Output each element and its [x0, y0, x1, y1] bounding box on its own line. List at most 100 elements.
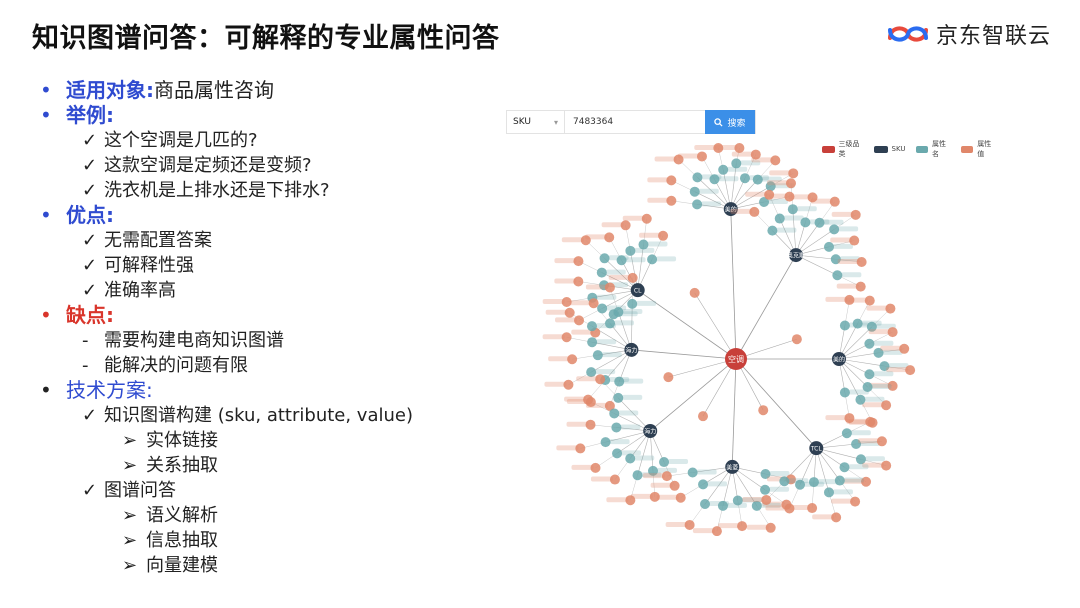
value-node	[590, 462, 601, 473]
item-text: 这款空调是定频还是变频?	[104, 155, 312, 176]
value-node	[881, 400, 892, 411]
value-node	[580, 235, 591, 246]
attribute-label-blur	[614, 320, 635, 326]
value-node	[567, 354, 578, 365]
item-marker: -	[82, 355, 89, 376]
value-label-blur	[665, 521, 688, 527]
legend-item[interactable]: 属性名	[915, 139, 951, 159]
section-4: •技术方案:	[40, 378, 480, 403]
search-button[interactable]: 搜索	[705, 110, 755, 134]
search-input[interactable]: 7483364	[573, 117, 614, 127]
value-label-blur	[745, 191, 768, 197]
value-node	[588, 298, 599, 309]
sub-item-marker: ➢	[122, 430, 138, 451]
graph-edge	[604, 258, 638, 291]
value-node	[784, 191, 795, 202]
attribute-label-blur	[873, 340, 894, 346]
attribute-node	[709, 174, 720, 185]
attribute-node	[613, 307, 624, 318]
graph-edge	[605, 430, 651, 443]
sku-node	[832, 352, 846, 366]
attribute-node	[759, 197, 770, 208]
item-marker: ✓	[82, 255, 98, 276]
attribute-label-blur	[709, 501, 730, 507]
attribute-label-blur	[838, 226, 859, 232]
graph-edge	[631, 303, 633, 350]
sku-node	[643, 423, 658, 438]
value-node	[844, 294, 855, 305]
attribute-node	[866, 321, 877, 332]
value-label-blur	[642, 473, 665, 479]
attribute-node	[718, 164, 729, 175]
sub-item-text: 关系抽取	[146, 455, 218, 476]
graph-edge	[694, 292, 737, 360]
graph-edges	[566, 147, 911, 532]
attribute-label-blur	[609, 377, 630, 383]
attribute-node	[787, 204, 798, 215]
item-text: 需要构建电商知识图谱	[104, 330, 284, 351]
legend-swatch	[960, 145, 974, 153]
value-label-blur	[561, 237, 584, 243]
attribute-node	[605, 318, 616, 329]
value-node	[758, 405, 769, 416]
legend-item[interactable]: 属性值	[960, 139, 996, 159]
value-label-blur	[831, 498, 854, 504]
sku-node-label: 海力	[625, 346, 637, 354]
sku-node-label: 美的	[725, 206, 737, 214]
value-node	[807, 503, 818, 514]
value-node	[573, 276, 584, 287]
attribute-label-blur	[817, 479, 838, 485]
value-label-blur	[825, 296, 848, 302]
value-label-blur	[868, 382, 891, 388]
sku-node-label: 美菱	[726, 463, 738, 471]
value-node	[604, 232, 615, 243]
graph-legend: 三级品类 SKU 属性名 属性值	[822, 139, 996, 159]
value-label-blur	[886, 367, 909, 373]
value-node	[761, 494, 772, 505]
graph-edge	[735, 358, 817, 449]
value-node	[861, 476, 872, 487]
sub-list-item: ➢向量建模	[40, 553, 480, 578]
sku-node	[723, 202, 738, 217]
attribute-node	[832, 270, 843, 281]
graph-edge	[730, 163, 737, 210]
bullet-marker: •	[40, 378, 52, 402]
attribute-label-blur	[656, 256, 677, 262]
search-type-select[interactable]: SKU ▾	[507, 111, 565, 133]
sub-item-text: 信息抽取	[146, 530, 218, 551]
attribute-label-blur	[668, 459, 689, 465]
value-label-blur	[842, 478, 865, 484]
attribute-node	[597, 303, 608, 314]
attribute-node	[732, 495, 743, 506]
value-node	[881, 460, 892, 471]
list-item: ✓这个空调是几匹的?	[40, 128, 480, 153]
attribute-node	[879, 361, 890, 372]
attribute-node	[830, 254, 841, 265]
legend-label: 属性值	[977, 140, 992, 158]
page-title: 知识图谱问答：可解释的专业属性问答	[32, 23, 500, 54]
legend-item[interactable]: SKU	[873, 139, 906, 159]
value-node	[661, 471, 672, 482]
search-bar: SKU ▾ 7483364	[506, 110, 756, 134]
value-label-blur	[692, 528, 715, 534]
list-item: ✓无需配置答案	[40, 228, 480, 253]
attribute-label-blur	[768, 199, 789, 205]
item-text: 知识图谱构建 (sku, attribute, value)	[104, 405, 413, 426]
value-node	[887, 327, 898, 338]
attribute-node	[698, 479, 709, 490]
value-label-blur	[542, 298, 565, 304]
legend-item[interactable]: 三级品类	[822, 139, 864, 159]
sub-item-marker: ➢	[122, 530, 138, 551]
value-label-blur	[585, 234, 608, 240]
graph-edge	[637, 244, 644, 291]
sku-node-label: CL	[634, 288, 642, 295]
graph-edge	[637, 430, 651, 476]
attribute-node	[760, 484, 771, 495]
attribute-node	[647, 254, 658, 265]
value-label-blur	[845, 297, 868, 303]
item-text: 能解决的问题有限	[104, 355, 248, 376]
value-label-blur	[608, 274, 631, 280]
section-heading: 优点:	[66, 203, 114, 227]
sub-item-text: 语义解析	[146, 505, 218, 526]
